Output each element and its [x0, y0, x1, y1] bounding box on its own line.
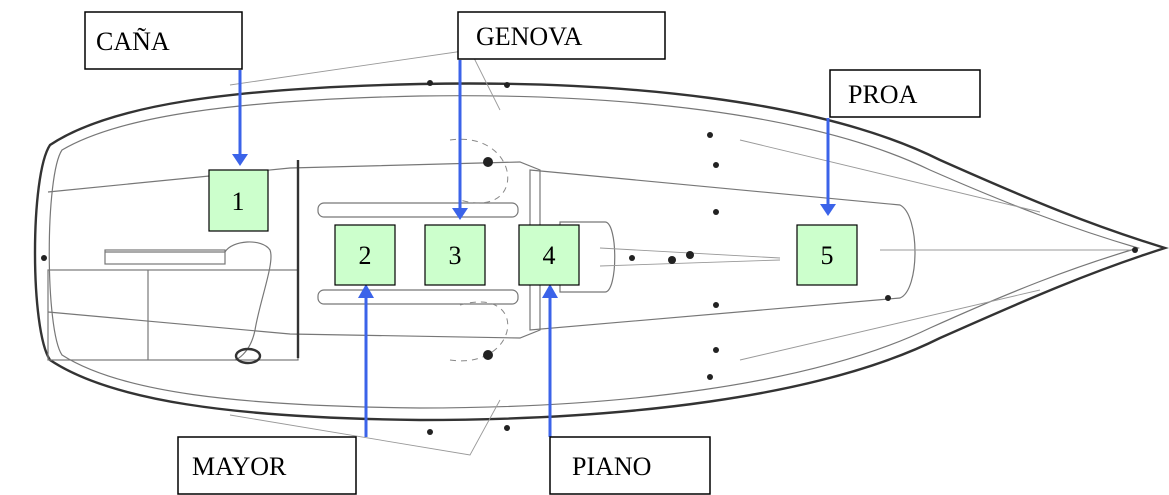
winch-upper: [483, 157, 493, 167]
callout-genova: GENOVA: [457, 11, 666, 60]
hull-outline: [33, 82, 1169, 422]
callout-piano: PIANO: [549, 436, 711, 495]
fitting: [713, 302, 719, 308]
rail-upper: [739, 139, 1041, 213]
fitting: [707, 132, 713, 138]
fitting: [707, 374, 713, 380]
label-genova: GENOVA: [476, 22, 583, 51]
arrowhead-proa: [820, 204, 836, 216]
fitting: [427, 429, 433, 435]
fitting: [668, 256, 676, 264]
fitting: [427, 80, 433, 86]
genoa-line-lower: [229, 399, 501, 456]
tiller-box: [104, 249, 226, 265]
label-cana: CAÑA: [96, 27, 170, 56]
fitting: [41, 255, 47, 261]
fitting: [885, 295, 891, 301]
cabin-top: [529, 169, 916, 331]
arrowhead-piano: [542, 284, 558, 298]
position-number: 5: [821, 241, 834, 270]
fitting: [504, 82, 510, 88]
jib-track-lower: [317, 289, 519, 305]
label-proa: PROA: [848, 80, 918, 109]
position-number: 2: [359, 241, 372, 270]
sheet-arc-upper: [449, 138, 509, 204]
jib-track-upper: [317, 202, 519, 218]
position-4: 4: [518, 224, 580, 286]
sheet-arc-lower: [449, 301, 509, 362]
position-number: 4: [543, 241, 556, 270]
hull-drawing: [33, 49, 1169, 456]
arrowhead-genova: [452, 208, 468, 220]
fitting: [713, 347, 719, 353]
label-piano: PIANO: [572, 452, 651, 481]
position-number: 1: [232, 187, 245, 216]
hatch: [559, 221, 616, 293]
position-3: 3: [424, 224, 486, 286]
position-number: 3: [449, 241, 462, 270]
callout-proa: PROA: [829, 69, 981, 118]
winch-lower: [483, 350, 493, 360]
position-2: 2: [334, 224, 396, 286]
arrowhead-cana: [232, 154, 248, 166]
position-5: 5: [796, 224, 858, 286]
fitting: [629, 255, 635, 261]
fitting: [713, 162, 719, 168]
position-1: 1: [208, 169, 269, 232]
fitting: [713, 209, 719, 215]
fitting: [504, 425, 510, 431]
tiller-shape: [105, 241, 272, 361]
tiller-end: [234, 347, 262, 365]
label-mayor: MAYOR: [192, 452, 287, 481]
callout-mayor: MAYOR: [177, 436, 357, 495]
halyard-line-2: [599, 259, 781, 267]
fitting: [1132, 247, 1138, 253]
callout-cana: CAÑA: [84, 11, 243, 70]
rail-lower: [739, 289, 1041, 361]
arrows: [232, 60, 836, 437]
fitting: [686, 251, 694, 259]
arrowhead-mayor: [358, 284, 374, 298]
toe-rail: [48, 95, 1141, 409]
